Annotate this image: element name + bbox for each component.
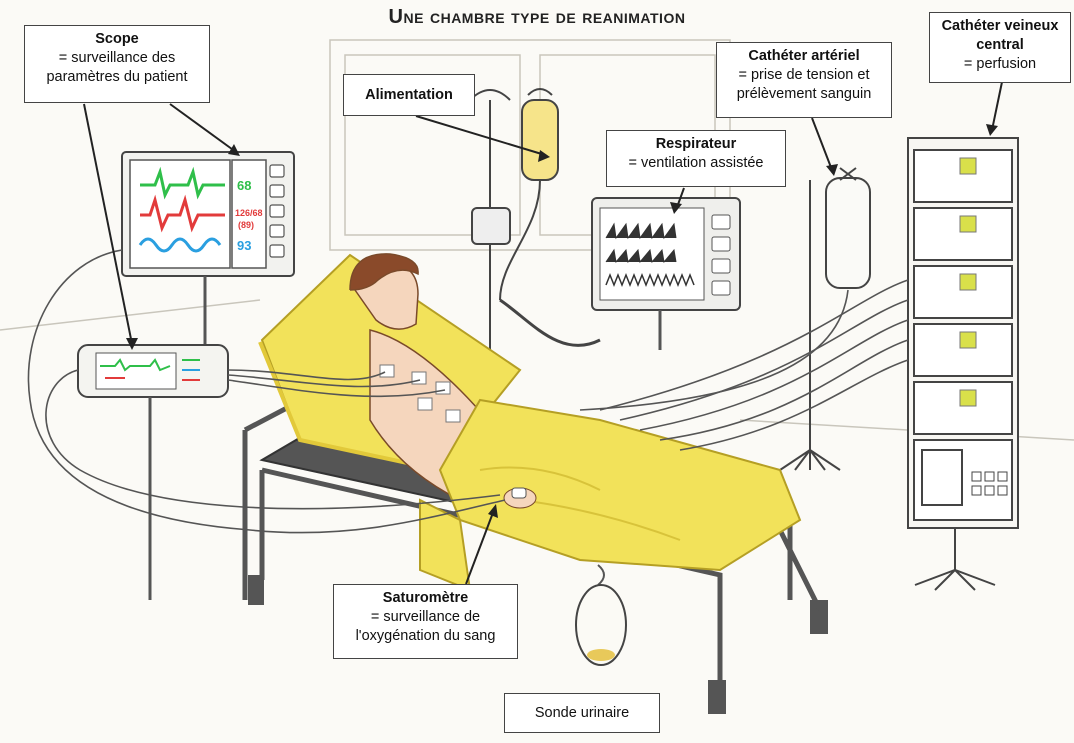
label-saturometre-desc: = surveillance de l'oxygénation du sang [342,608,509,646]
label-respirateur: Respirateur = ventilation assistée [606,130,786,187]
transport-monitor [78,345,228,600]
hr-value: 68 [237,178,251,193]
label-respirateur-desc: = ventilation assistée [615,154,777,173]
label-sonde-urinaire-name: Sonde urinaire [513,698,651,728]
blanket [420,400,800,590]
respirator [500,198,740,350]
bp-value: 126/68 [235,208,263,218]
label-catheter-veineux-name: Cathéter veineux central [938,17,1062,55]
label-catheter-arteriel: Cathéter artériel = prise de tension et … [716,42,892,118]
urine-bag [576,565,626,665]
label-catheter-arteriel-desc: = prise de tension et prélèvement sangui… [725,66,883,104]
infusion-tower [908,138,1018,590]
label-alimentation: Alimentation [343,74,475,116]
label-scope-name: Scope [33,30,201,49]
label-respirateur-name: Respirateur [615,135,777,154]
label-catheter-veineux: Cathéter veineux central = perfusion [929,12,1071,83]
label-scope: Scope = surveillance des paramètres du p… [24,25,210,103]
saturometer-hand [504,488,536,508]
label-saturometre: Saturomètre = surveillance de l'oxygénat… [333,584,518,659]
label-catheter-arteriel-name: Cathéter artériel [725,47,883,66]
spo2-value: 93 [237,238,251,253]
label-saturometre-name: Saturomètre [342,589,509,608]
label-scope-desc: = surveillance des paramètres du patient [33,49,201,87]
label-catheter-veineux-desc: = perfusion [938,55,1062,74]
label-sonde-urinaire: Sonde urinaire [504,693,660,733]
bp-mean-value: (89) [238,220,254,230]
label-alimentation-name: Alimentation [352,79,466,111]
